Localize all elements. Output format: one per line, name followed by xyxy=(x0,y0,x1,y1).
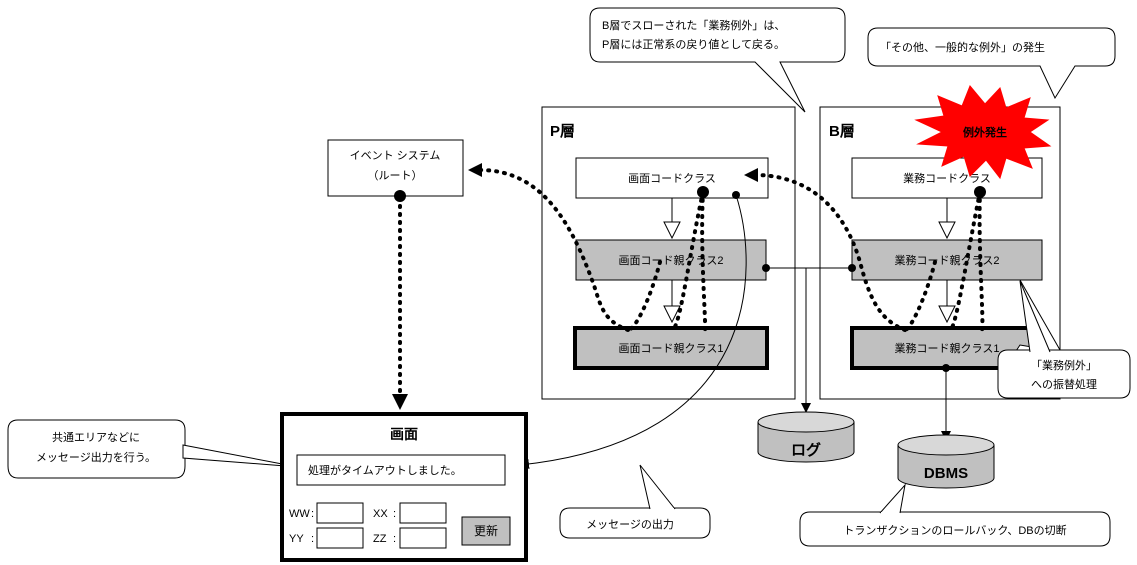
callout-b-exception-line2: P層には正常系の戻り値として戻る。 xyxy=(602,38,785,51)
business-code-class-box xyxy=(851,157,1043,199)
field-ww-label: WW xyxy=(289,508,310,520)
callout-transaction: トランザクションのロールバック、DBの切断 xyxy=(799,483,1111,547)
callout-business-exception-line1: 「業務例外」 xyxy=(1031,358,1097,372)
callout-common-area-line1: 共通エリアなどに xyxy=(52,431,140,444)
screen-code-parent1-label: 画面コード親クラス1 xyxy=(619,342,724,355)
event-system-sublabel: （ルート） xyxy=(368,169,423,182)
field-xx-label: XX xyxy=(373,508,388,520)
dbms-label: DBMS xyxy=(924,465,968,482)
callout-message-output-text: メッセージの出力 xyxy=(586,517,674,531)
screen-code-parent2-label: 画面コード親クラス2 xyxy=(619,254,724,267)
svg-text::: : xyxy=(311,508,314,520)
field-zz-label: ZZ xyxy=(373,533,387,545)
callout-general-exception-text: 「その他、一般的な例外」の発生 xyxy=(880,40,1045,54)
callout-transaction-text: トランザクションのロールバック、DBの切断 xyxy=(843,523,1066,537)
b-layer-title: B層 xyxy=(829,123,855,140)
field-ww-input[interactable] xyxy=(316,502,364,524)
event-system-dot xyxy=(394,190,406,202)
update-button-label: 更新 xyxy=(474,523,498,538)
log-label: ログ xyxy=(791,441,821,459)
event-to-screen-arrowhead xyxy=(392,394,408,410)
callout-business-exception: 「業務例外」 への振替処理 xyxy=(997,279,1131,399)
callout-business-exception-line2: への振替処理 xyxy=(1031,377,1097,391)
business-code-class-label: 業務コードクラス xyxy=(903,171,991,185)
field-zz-input[interactable] xyxy=(399,527,447,549)
screen-code-parent2-box xyxy=(575,239,767,281)
svg-text::: : xyxy=(393,508,396,520)
business-code-parent2-box xyxy=(851,239,1043,281)
update-button[interactable] xyxy=(461,516,511,546)
svg-text::: : xyxy=(311,533,314,545)
p-layer-title: P層 xyxy=(550,123,575,140)
business-code-parent2-label: 業務コード親クラス2 xyxy=(895,253,1000,267)
p-inherit-arrow-1 xyxy=(663,221,681,240)
exception-burst-icon: 例外発生 xyxy=(914,85,1052,180)
log-cylinder-icon: ログ xyxy=(757,411,855,463)
callout-b-exception: B層でスローされた「業務例外」は、 P層には正常系の戻り値として戻る。 xyxy=(589,7,846,113)
screen-window: 画面 処理がタイムアウトしました。 WW : XX : YY : ZZ : 更新 xyxy=(280,412,528,562)
event-system-label: イベント システム xyxy=(350,149,441,162)
screen-title: 画面 xyxy=(390,426,418,442)
solid-connector-lines xyxy=(519,194,951,470)
screen-code-class-label: 画面コードクラス xyxy=(628,172,716,185)
screen-code-parent1-box xyxy=(573,326,769,370)
field-xx-input[interactable] xyxy=(399,502,447,524)
exception-burst-label: 例外発生 xyxy=(963,125,1007,139)
screen-message-area xyxy=(296,454,506,486)
dotted-flow-paths xyxy=(468,163,985,332)
b-inherit-arrow-1 xyxy=(938,221,956,240)
business-code-parent1-label: 業務コード親クラス1 xyxy=(895,341,1000,355)
callout-common-area-line2: メッセージ出力を行う。 xyxy=(36,450,156,464)
screen-message-text: 処理がタイムアウトしました。 xyxy=(308,463,462,477)
callout-general-exception: 「その他、一般的な例外」の発生 xyxy=(867,27,1116,100)
b-inherit-arrow-2 xyxy=(938,305,956,324)
p-inherit-arrow-2 xyxy=(663,305,681,324)
field-yy-input[interactable] xyxy=(316,527,364,549)
dbms-cylinder-icon: DBMS xyxy=(897,434,995,489)
callout-b-exception-line1: B層でスローされた「業務例外」は、 xyxy=(602,18,785,32)
callout-message-output: メッセージの出力 xyxy=(559,464,711,539)
event-system-box: イベント システム （ルート） xyxy=(327,139,464,197)
svg-text::: : xyxy=(393,533,396,545)
p-layer-panel: P層 画面コードクラス 画面コード親クラス2 画面コード親クラス1 xyxy=(541,106,796,400)
field-yy-label: YY xyxy=(289,533,304,545)
